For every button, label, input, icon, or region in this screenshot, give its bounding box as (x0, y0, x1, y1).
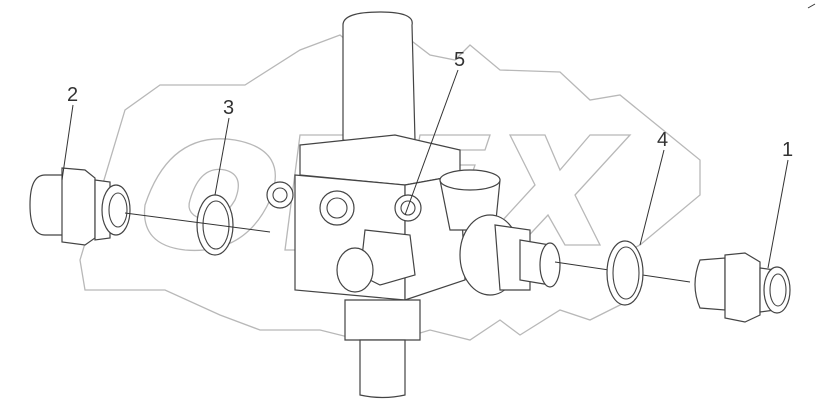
callout-4: 4 (657, 129, 669, 151)
part-1-fitting (694, 252, 791, 323)
corner-mark (807, 3, 816, 9)
part-4-seal-ring (606, 240, 644, 306)
callout-leaders (61, 69, 789, 269)
callout-2: 2 (67, 84, 79, 106)
callout-3: 3 (223, 97, 235, 119)
callout-1: 1 (782, 139, 794, 161)
callout-5: 5 (454, 49, 466, 71)
part-2-fitting (29, 167, 131, 246)
part-5-valve-body (266, 11, 561, 399)
